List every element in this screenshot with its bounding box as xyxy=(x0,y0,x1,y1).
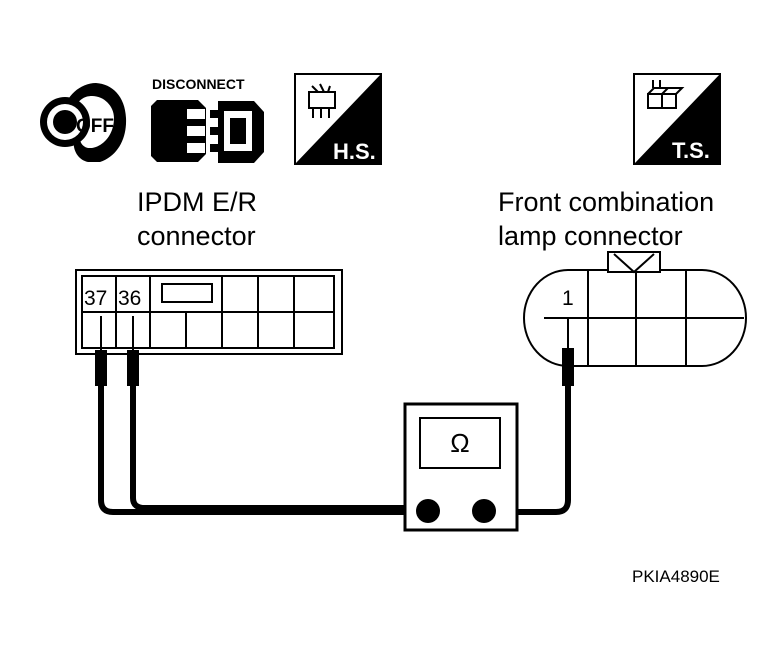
connector-glyph-icon xyxy=(308,83,336,118)
ohmmeter: Ω xyxy=(403,402,519,532)
lamp-label-line2: lamp connector xyxy=(498,221,683,251)
pin-1-label: 1 xyxy=(562,287,574,310)
probe-1 xyxy=(562,318,574,386)
pin-36-label: 36 xyxy=(118,287,141,310)
ignition-key-off-icon: OFF xyxy=(40,83,127,162)
probe-36 xyxy=(127,316,139,386)
ohm-symbol-icon: Ω xyxy=(450,428,469,458)
lamp-label-line1: Front combination xyxy=(498,187,714,217)
pin-37-label: 37 xyxy=(84,287,107,310)
terminal-side-icon: T.S. xyxy=(633,73,721,165)
disconnect-icon: DISCONNECT xyxy=(151,76,264,163)
front-lamp-connector: 1 xyxy=(523,251,747,367)
probe-37 xyxy=(95,316,107,386)
ipdm-label-line1: IPDM E/R xyxy=(137,187,257,217)
meter-terminal-right xyxy=(472,499,496,523)
harness-side-icon: H.S. xyxy=(294,73,382,165)
connector-glyph-icon xyxy=(647,80,685,109)
ts-label: T.S. xyxy=(672,138,710,163)
disconnect-label: DISCONNECT xyxy=(152,76,245,92)
hs-label: H.S. xyxy=(333,139,376,164)
ipdm-label-line2: connector xyxy=(137,221,256,251)
test-leads xyxy=(98,384,571,515)
off-label: OFF xyxy=(76,116,114,137)
figure-reference: PKIA4890E xyxy=(632,567,720,586)
ipdm-connector: 37 36 xyxy=(75,269,343,355)
meter-terminal-left xyxy=(416,499,440,523)
